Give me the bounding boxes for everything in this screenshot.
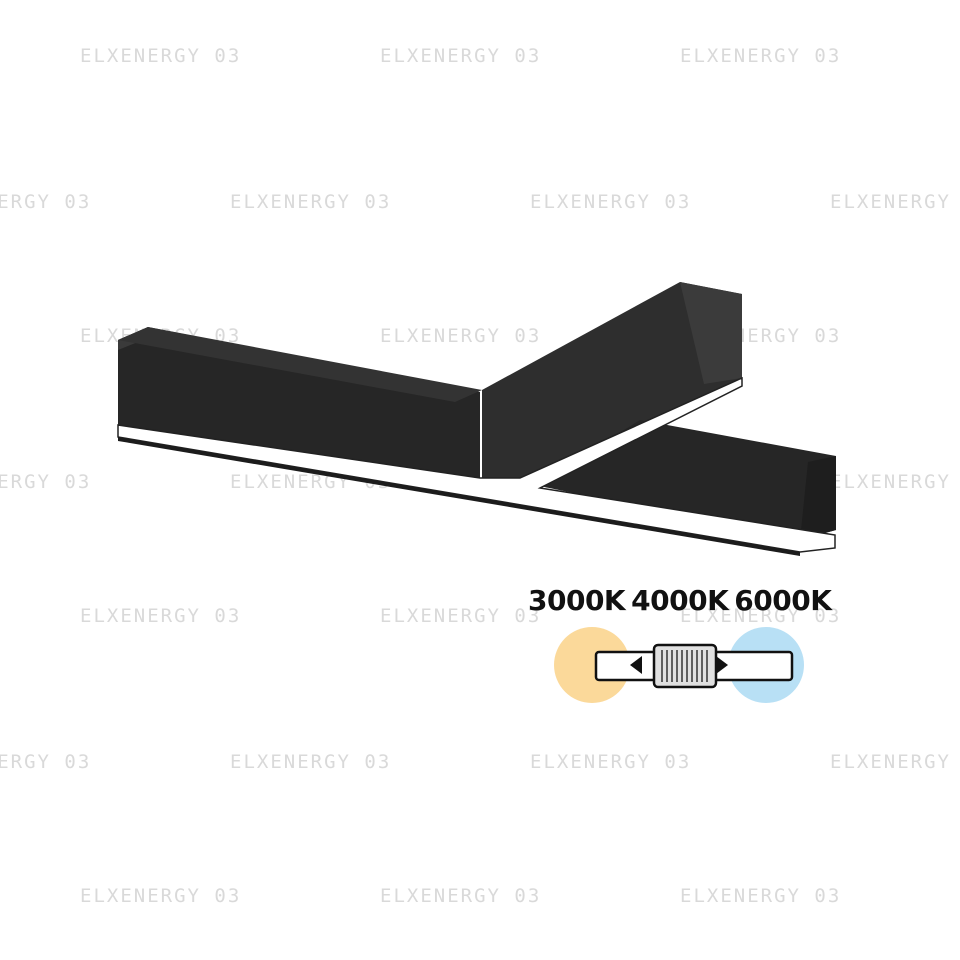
label-6000k: 6000K (734, 584, 832, 617)
cct-slide-switch-icon (554, 627, 804, 703)
left-arm-face (118, 327, 480, 478)
right-arm-end (800, 456, 836, 540)
watermark: ELXENERGY 03 (680, 885, 841, 907)
watermark: ELXENERGY 03 (530, 751, 691, 773)
arrow-right-icon (716, 656, 728, 674)
back-arm-end (680, 282, 742, 384)
watermark: ELXENERGY 03 (0, 471, 91, 493)
switch-knob-grip (661, 650, 708, 682)
warm-light-circle (554, 627, 630, 703)
left-arm-top (118, 327, 482, 402)
watermark: ELXENERGY 03 (530, 191, 691, 213)
watermark: ELXENERGY 03 (80, 605, 241, 627)
watermark: ELXENERGY 03 (230, 751, 391, 773)
watermark: ELXENERGY 03 (0, 751, 91, 773)
label-3000k: 3000K (528, 584, 626, 617)
watermark: ELXENERGY 03 (230, 191, 391, 213)
watermark: ELXENERGY 03 (80, 885, 241, 907)
watermark: ELXENERGY 03 (380, 325, 541, 347)
luminaire (117, 282, 836, 556)
watermark: ELXENERGY 03 (80, 45, 241, 67)
watermark: ELXENERGY 03 (830, 191, 960, 213)
watermark: ELXENERGY 03 (680, 45, 841, 67)
diffuser-shadow (118, 437, 800, 556)
watermark: ELXENERGY 03 (680, 605, 841, 627)
watermark: ELXENERGY 03 (380, 45, 541, 67)
label-4000k: 4000K (631, 584, 729, 617)
watermark: ELXENERGY 03 (380, 885, 541, 907)
watermark: ELXENERGY 03 (380, 605, 541, 627)
watermark: ELXENERGY 03 (0, 191, 91, 213)
watermark: ELXENERGY 03 (830, 751, 960, 773)
back-arm-face (482, 282, 742, 478)
watermark: ELXENERGY 03 (830, 471, 960, 493)
arrow-left-icon (630, 656, 642, 674)
